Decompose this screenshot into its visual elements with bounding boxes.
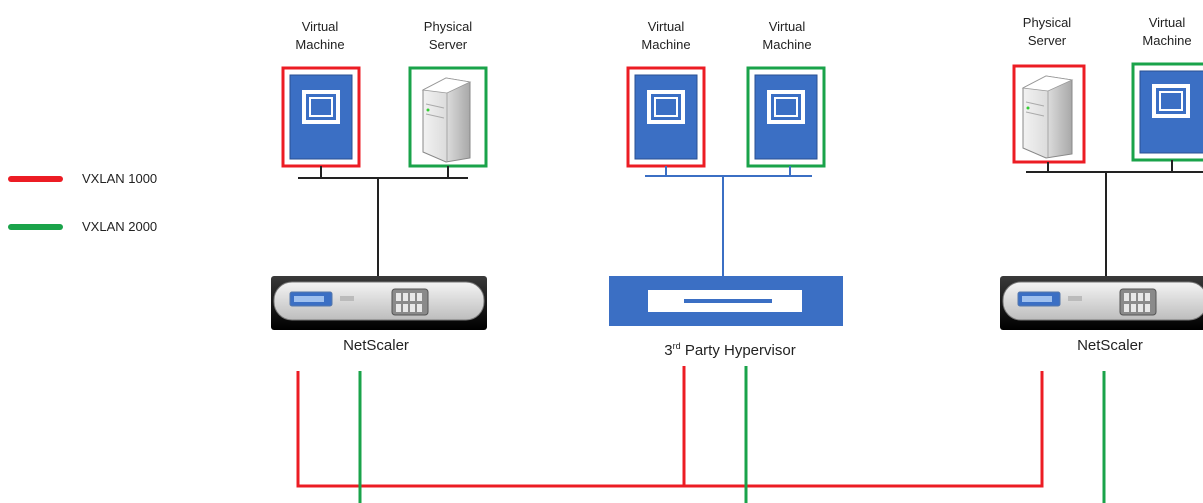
- legend-line-vxlan1000: [8, 176, 63, 182]
- legend-label-vxlan1000: VXLAN 1000: [82, 171, 158, 186]
- lan-bus-g3: [1026, 160, 1203, 276]
- physical-server-g3: [1012, 64, 1086, 164]
- physical-server-g1: [408, 66, 488, 168]
- device-label-netscaler-1: NetScaler: [343, 337, 409, 354]
- vxlan-2000-link: [358, 366, 1106, 503]
- netscaler-appliance-1: [271, 276, 487, 330]
- virtual-machine-g2-1: [626, 66, 706, 168]
- virtual-machine-g2-2: [746, 66, 826, 168]
- lan-bus-g1: [298, 166, 468, 276]
- vxlan-1000-link: [296, 366, 1044, 488]
- virtual-machine-g1-1: [281, 66, 361, 168]
- legend-line-vxlan2000: [8, 224, 63, 230]
- hypervisor-appliance: [609, 276, 843, 326]
- device-label-hypervisor: 3rd Party Hypervisor: [664, 341, 796, 359]
- netscaler-appliance-2: [1000, 276, 1203, 330]
- legend-label-vxlan2000: VXLAN 2000: [82, 219, 158, 234]
- device-label-netscaler-2: NetScaler: [1077, 337, 1143, 354]
- virtual-machine-g3: [1131, 62, 1203, 162]
- lan-bus-g2: [645, 166, 812, 276]
